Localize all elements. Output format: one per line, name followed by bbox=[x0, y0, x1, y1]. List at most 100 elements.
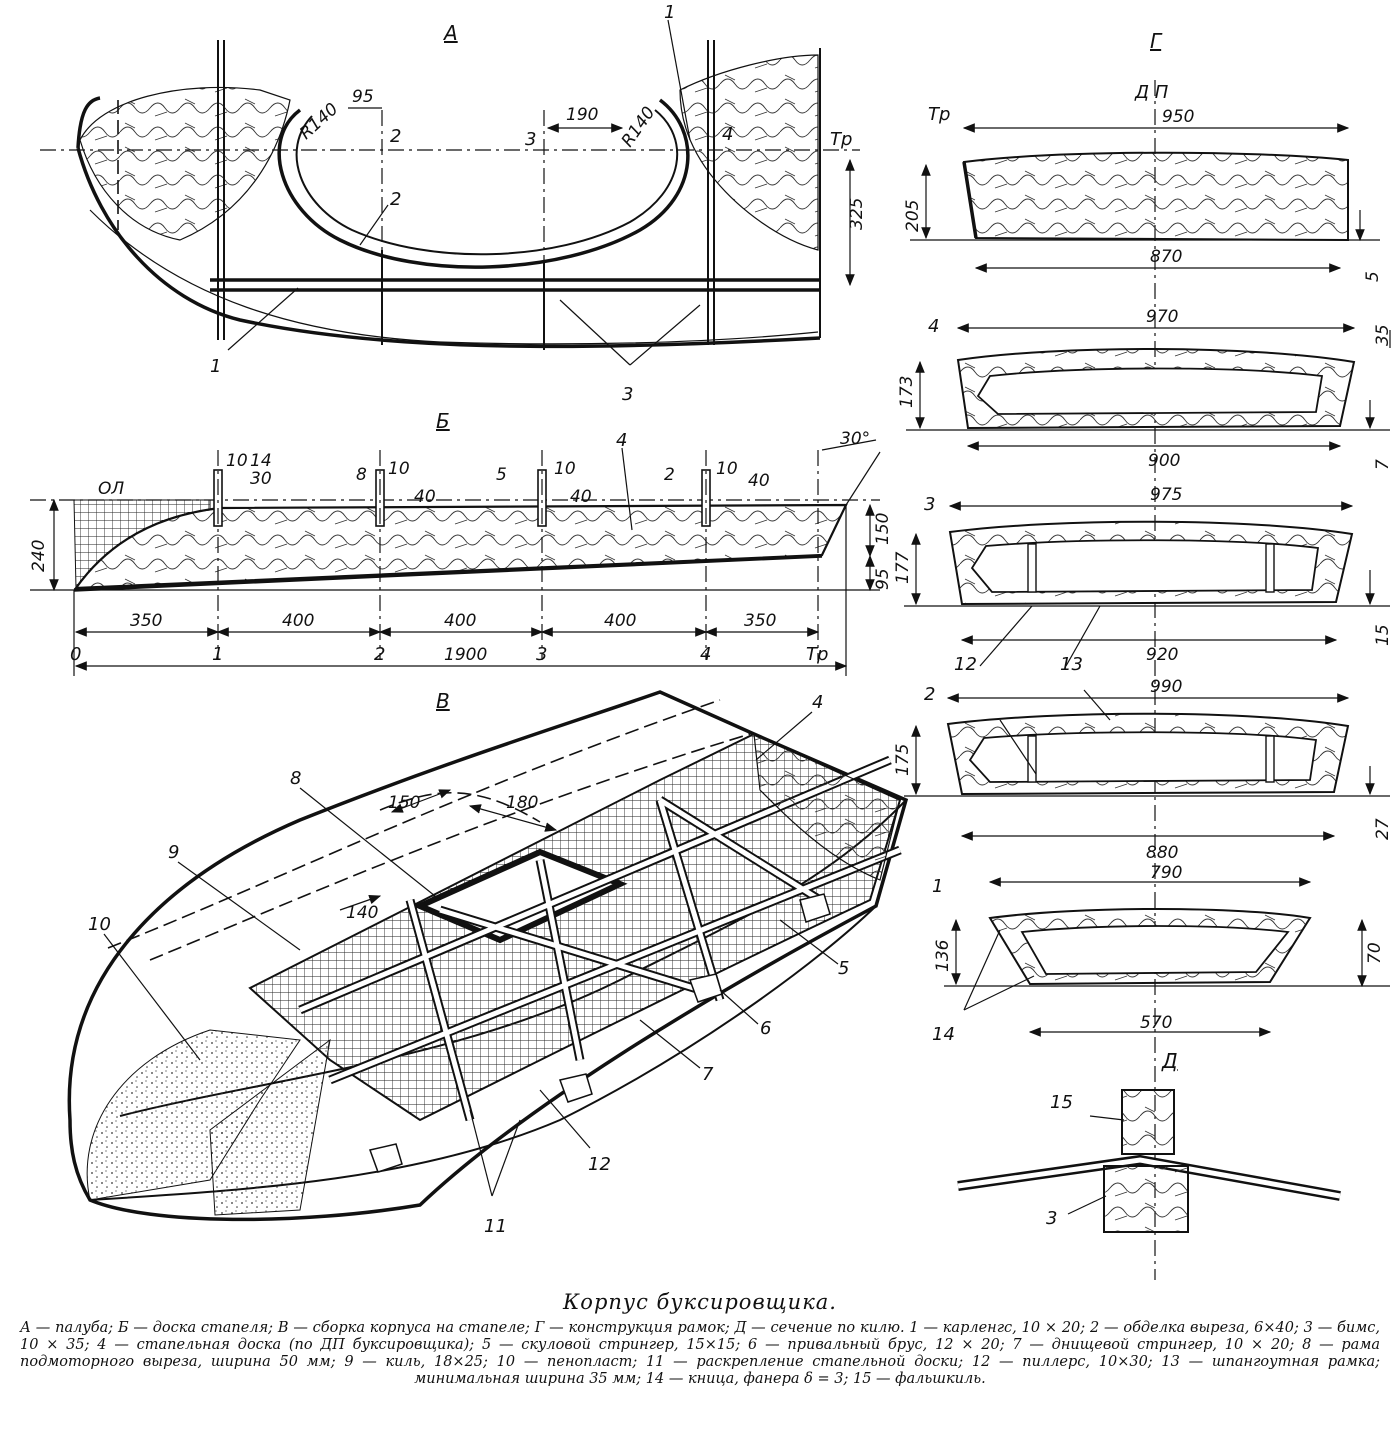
v-callout-7: 7 bbox=[702, 1064, 714, 1085]
slot4-h: 40 bbox=[748, 471, 770, 491]
sp-350-a: 350 bbox=[130, 611, 162, 631]
slot3-top: 5 bbox=[496, 465, 507, 485]
dim-r140-left: R140 bbox=[296, 99, 342, 143]
dim-180-v: 180 bbox=[506, 793, 538, 813]
dim-325: 325 bbox=[847, 198, 867, 230]
sec-2-top: 990 bbox=[1150, 677, 1182, 697]
g-callout-13: 13 bbox=[1060, 654, 1083, 675]
sp-400-a: 400 bbox=[282, 611, 314, 631]
v-callout-11: 11 bbox=[484, 1216, 507, 1237]
callout-1-top: 1 bbox=[664, 2, 675, 23]
dim-190: 190 bbox=[566, 105, 598, 125]
dim-95: 95 bbox=[352, 87, 374, 107]
dp-label: Д П bbox=[1134, 82, 1169, 103]
d-callout-3: 3 bbox=[1046, 1208, 1057, 1229]
dim-140-v: 140 bbox=[346, 903, 378, 923]
v-callout-12: 12 bbox=[588, 1154, 611, 1175]
st-4: 4 bbox=[700, 644, 711, 665]
section-4: 4 970 900 173 35 7 bbox=[897, 307, 1393, 471]
slot2-w: 10 bbox=[388, 459, 410, 479]
station-2-label: 2 bbox=[390, 126, 401, 147]
callout-2: 2 bbox=[390, 189, 401, 210]
sec-3-bottom: 920 bbox=[1146, 645, 1178, 665]
slot2-top: 8 bbox=[356, 465, 367, 485]
view-b-board: Б 240 ОЛ 150 95 30° 10 14 30 bbox=[29, 409, 893, 676]
d-callout-15: 15 bbox=[1050, 1092, 1073, 1113]
v-callout-6: 6 bbox=[760, 1018, 771, 1039]
sec-tr-top: 950 bbox=[1162, 107, 1194, 127]
v-callout-9: 9 bbox=[168, 842, 179, 863]
station-3-label: 3 bbox=[525, 129, 536, 150]
total-1900: 1900 bbox=[444, 645, 487, 665]
v-callout-8: 8 bbox=[290, 768, 301, 789]
angle-30: 30° bbox=[840, 429, 870, 449]
dim-150: 150 bbox=[873, 513, 893, 545]
sp-400-c: 400 bbox=[604, 611, 636, 631]
section-2: 2 990 880 175 27 bbox=[893, 677, 1393, 863]
dim-95-b: 95 bbox=[873, 568, 893, 590]
dim-240: 240 bbox=[29, 540, 49, 572]
sec-4-bottom: 900 bbox=[1148, 451, 1180, 471]
callout-1-bottom: 1 bbox=[210, 356, 221, 377]
st-1: 1 bbox=[212, 644, 223, 665]
sec-1-height: 136 bbox=[933, 939, 953, 972]
dim-r140-right: R140 bbox=[618, 103, 660, 151]
technical-drawing: А 325 95 190 R140 R140 bbox=[29, 2, 1393, 1280]
board-callout-4: 4 bbox=[616, 430, 627, 451]
sec-tr-side: 5 bbox=[1363, 271, 1383, 282]
view-a-label: А bbox=[442, 21, 458, 45]
figure-caption: А — палуба; Б — доска стапеля; В — сборк… bbox=[20, 1320, 1380, 1387]
sp-400-b: 400 bbox=[444, 611, 476, 631]
g-callout-12: 12 bbox=[954, 654, 977, 675]
sec-1-bottom: 570 bbox=[1140, 1013, 1172, 1033]
slot4-w: 10 bbox=[716, 459, 738, 479]
sec-4-side-top: 35 bbox=[1373, 324, 1393, 346]
sec-3-top: 975 bbox=[1150, 485, 1182, 505]
view-b-label: Б bbox=[436, 409, 450, 433]
section-1: 1 790 570 136 70 bbox=[932, 863, 1390, 1037]
slot4-top: 2 bbox=[664, 465, 675, 485]
sec-2-height: 175 bbox=[893, 744, 913, 776]
sec-2-bottom: 880 bbox=[1146, 843, 1178, 863]
ol-label: ОЛ bbox=[98, 479, 124, 499]
sec-2-name: 2 bbox=[924, 684, 935, 705]
view-g-label: Г bbox=[1150, 29, 1163, 53]
station-4-label: 4 bbox=[722, 124, 733, 145]
dim-150-v: 150 bbox=[388, 793, 420, 813]
sec-4-side: 7 bbox=[1373, 459, 1393, 470]
v-callout-4: 4 bbox=[812, 692, 823, 713]
g-callout-14: 14 bbox=[932, 1024, 955, 1045]
figure-title: Корпус буксировщика. bbox=[563, 1290, 837, 1314]
section-3: 3 975 920 177 15 bbox=[893, 485, 1393, 665]
sec-4-top: 970 bbox=[1146, 307, 1178, 327]
st-2: 2 bbox=[374, 644, 385, 665]
sec-1-side: 70 bbox=[1365, 942, 1385, 964]
st-3: 3 bbox=[536, 644, 547, 665]
slot3-h: 40 bbox=[570, 487, 592, 507]
section-tr: Тр 950 870 205 5 bbox=[903, 104, 1383, 282]
sec-3-height: 177 bbox=[893, 551, 913, 584]
view-v-assembly: В bbox=[67, 689, 909, 1237]
station-tr-label: Тр bbox=[830, 129, 852, 150]
sp-350-b: 350 bbox=[744, 611, 776, 631]
sec-1-name: 1 bbox=[932, 876, 943, 897]
view-a-deck: А 325 95 190 R140 R140 bbox=[40, 2, 867, 405]
slot3-w: 10 bbox=[554, 459, 576, 479]
callout-3: 3 bbox=[622, 384, 633, 405]
slot1-w: 10 bbox=[226, 451, 248, 471]
sec-tr-height: 205 bbox=[903, 200, 923, 232]
v-callout-10: 10 bbox=[88, 914, 111, 935]
sec-1-top: 790 bbox=[1150, 863, 1182, 883]
view-d-label: Д bbox=[1161, 1049, 1178, 1073]
sec-3-name: 3 bbox=[924, 494, 935, 515]
view-g-frames: Г Д П Тр 950 870 205 5 bbox=[893, 29, 1393, 1280]
sec-tr-name: Тр bbox=[928, 104, 950, 125]
v-callout-5: 5 bbox=[838, 958, 849, 979]
sec-2-side: 27 bbox=[1373, 818, 1393, 840]
slot2-h: 40 bbox=[414, 487, 436, 507]
view-d-keel: Д 15 3 bbox=[957, 1049, 1341, 1233]
sec-3-side: 15 bbox=[1373, 624, 1393, 646]
st-0: 0 bbox=[70, 644, 81, 665]
st-tr: Тр bbox=[806, 644, 828, 665]
sec-4-height: 173 bbox=[897, 376, 917, 408]
